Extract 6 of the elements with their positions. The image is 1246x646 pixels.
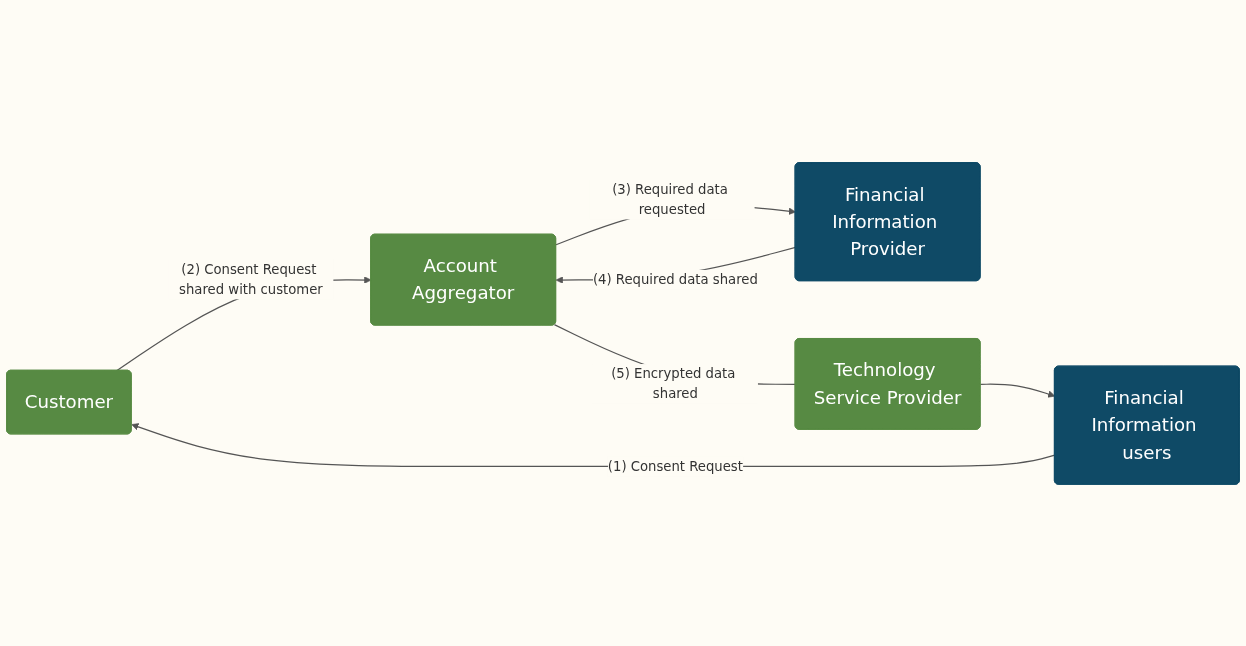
edge-label: (2) Consent Request shared with customer [179, 261, 323, 297]
edge-label: (3) Required data requested [612, 181, 728, 217]
edge-label: (5) Encrypted data shared [611, 365, 736, 401]
edge-label: (4) Required data shared [592, 270, 758, 287]
edge-label: (1) Consent Request [607, 457, 743, 474]
arrow [979, 383, 1056, 398]
